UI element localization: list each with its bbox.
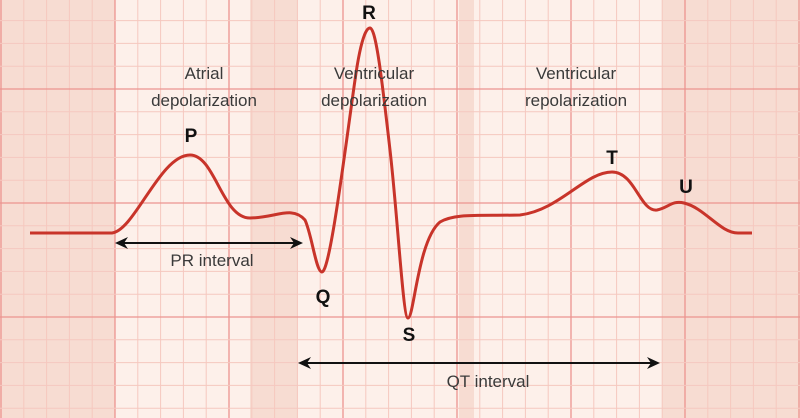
u-wave-label: U — [679, 177, 693, 198]
pr-interval-label: PR interval — [170, 251, 253, 270]
q-wave-label: Q — [316, 287, 331, 308]
ventricular-repolarization-line2: repolarization — [525, 91, 627, 110]
ventricular-repolarization-line1: Ventricular — [536, 64, 617, 83]
qt-interval-arrow — [298, 357, 660, 369]
ventricular-depolarization-line2: depolarization — [321, 91, 427, 110]
r-wave-label: R — [362, 3, 376, 24]
p-wave-label: P — [185, 126, 198, 147]
pr-interval-arrow — [115, 237, 303, 249]
ventricular-depolarization-line1: Ventricular — [334, 64, 415, 83]
ecg-trace — [30, 26, 752, 320]
t-wave-label: T — [606, 148, 618, 169]
atrial-label-line2: depolarization — [151, 91, 257, 110]
atrial-label-line1: Atrial — [185, 64, 224, 83]
qt-interval-label: QT interval — [447, 372, 530, 391]
s-wave-label: S — [403, 325, 416, 346]
